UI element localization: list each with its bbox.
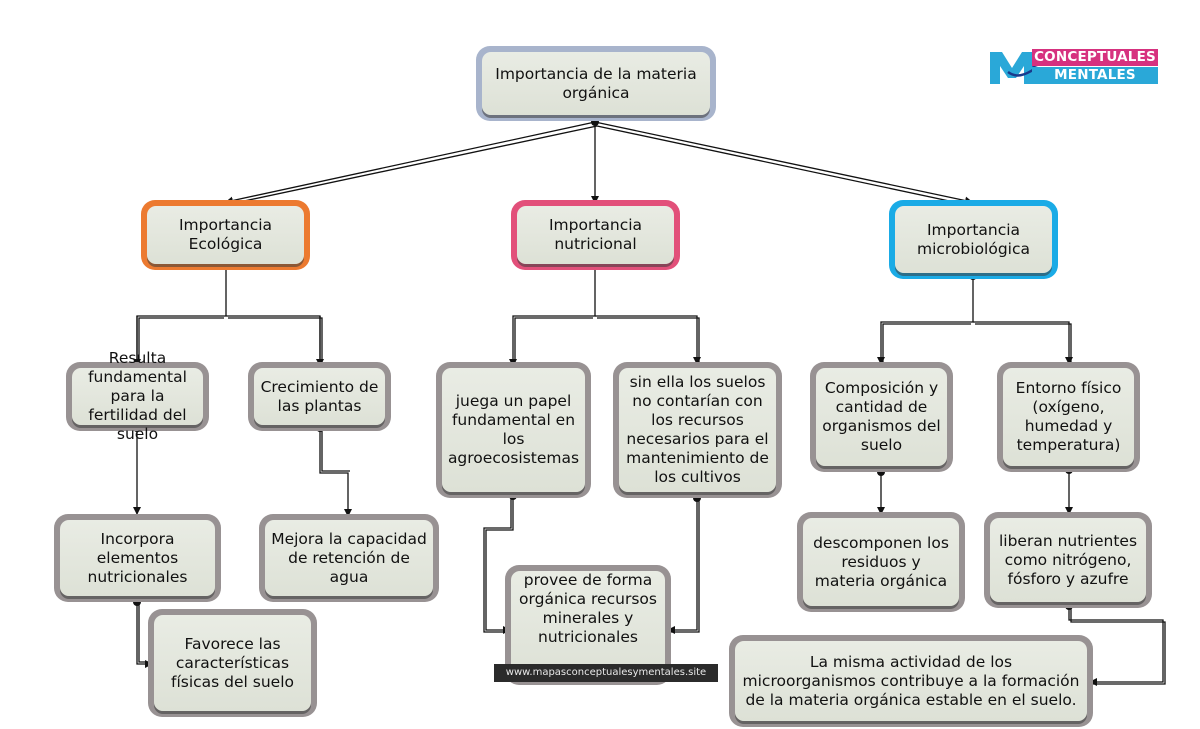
node-incorpora-label: Incorpora elementos nutricionales xyxy=(60,520,215,596)
node-crecimiento-label: Crecimiento de las plantas xyxy=(254,368,385,425)
category-nutricional: Importancia nutricional xyxy=(511,200,680,270)
node-agroecosistemas-label: juega un papel fundamental en los agroec… xyxy=(442,368,585,492)
node-incorpora: Incorpora elementos nutricionales xyxy=(54,514,221,602)
category-nutricional-label: Importancia nutricional xyxy=(517,206,674,264)
node-retencion: Mejora la capacidad de retención de agua xyxy=(259,514,439,602)
logo-text-line1: CONCEPTUALES xyxy=(1032,49,1158,66)
logo-text-line2: MENTALES xyxy=(1032,67,1158,84)
node-provee-label: provee de forma orgánica recursos minera… xyxy=(511,571,665,679)
brand-logo: CONCEPTUALES MENTALES xyxy=(988,48,1160,88)
node-actividad-label: La misma actividad de los microorganismo… xyxy=(735,641,1087,721)
category-microbiologica-label: Importancia microbiológica xyxy=(895,206,1052,273)
node-descomponen: descomponen los residuos y materia orgán… xyxy=(797,512,965,612)
node-entorno-label: Entorno físico (oxígeno, humedad y tempe… xyxy=(1003,368,1134,466)
node-favorece: Favorece las características físicas del… xyxy=(148,609,317,717)
node-retencion-label: Mejora la capacidad de retención de agua xyxy=(265,520,433,596)
node-liberan-label: liberan nutrientes como nitrógeno, fósfo… xyxy=(990,518,1146,602)
node-crecimiento: Crecimiento de las plantas xyxy=(248,362,391,431)
node-liberan: liberan nutrientes como nitrógeno, fósfo… xyxy=(984,512,1152,608)
category-ecologica-label: Importancia Ecológica xyxy=(147,206,304,264)
node-descomponen-label: descomponen los residuos y materia orgán… xyxy=(803,518,959,606)
root-label: Importancia de la materia orgánica xyxy=(482,52,710,115)
watermark-url: www.mapasconceptualesymentales.site xyxy=(494,664,718,682)
node-actividad: La misma actividad de los microorganismo… xyxy=(729,635,1093,727)
node-sin-ella-label: sin ella los suelos no contarían con los… xyxy=(619,368,776,492)
category-microbiologica: Importancia microbiológica xyxy=(889,200,1058,279)
node-fertilidad-label: Resulta fundamental para la fertilidad d… xyxy=(72,349,203,443)
node-composicion: Composición y cantidad de organismos del… xyxy=(810,362,953,472)
node-favorece-label: Favorece las características físicas del… xyxy=(154,615,311,711)
node-agroecosistemas: juega un papel fundamental en los agroec… xyxy=(436,362,591,498)
node-entorno: Entorno físico (oxígeno, humedad y tempe… xyxy=(997,362,1140,472)
node-sin-ella: sin ella los suelos no contarían con los… xyxy=(613,362,782,498)
root-node: Importancia de la materia orgánica xyxy=(476,46,716,121)
node-fertilidad: Resulta fundamental para la fertilidad d… xyxy=(66,349,209,443)
category-ecologica: Importancia Ecológica xyxy=(141,200,310,270)
node-composicion-label: Composición y cantidad de organismos del… xyxy=(816,368,947,466)
